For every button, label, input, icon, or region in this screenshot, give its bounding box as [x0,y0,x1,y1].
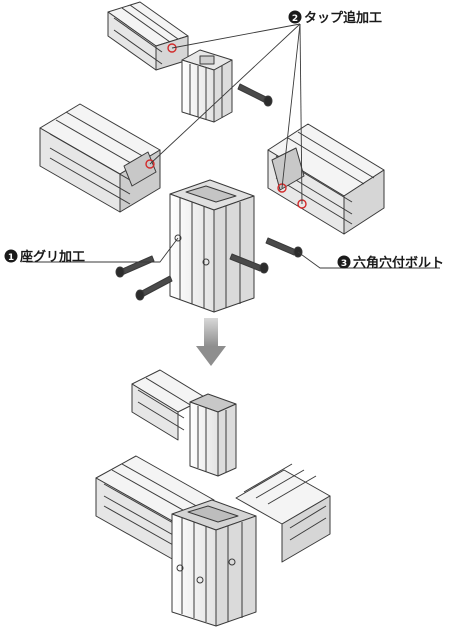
exploded-assembly [26,1,440,313]
small-profile-top [107,1,189,71]
large-profile-right [267,123,385,235]
bolt-label: 3 六角穴付ボルト [337,255,444,271]
counterbore-label-text: 座グリ加工 [19,249,85,265]
small-post [181,49,233,123]
tap-number: 2 [292,14,298,24]
bolt-label-text: 六角穴付ボルト [353,255,444,271]
counterbore-number: 1 [8,253,14,263]
bolt-number-badge [337,255,351,269]
assembled-right-arm [235,463,331,563]
counterbore-label: 1 座グリ加工 [4,249,85,265]
arrow-down-icon [196,318,226,366]
assembled-left-arm [95,455,215,561]
assembled-frame [95,369,331,627]
central-post [169,179,255,313]
tap-label: 2 タップ追加工 [288,10,382,26]
assembled-central-post [171,499,257,627]
bolt-leader [297,251,440,269]
counterbore-leader [26,237,179,263]
bolt-number: 3 [341,259,347,269]
assembled-small-unit [131,369,237,477]
tap-label-text: タップ追加工 [304,10,382,26]
bolt-top [237,83,273,107]
large-profile-left [39,103,161,213]
tap-leader-lines [149,23,303,205]
counterbore-number-badge [4,249,18,263]
tap-number-badge [288,10,302,24]
